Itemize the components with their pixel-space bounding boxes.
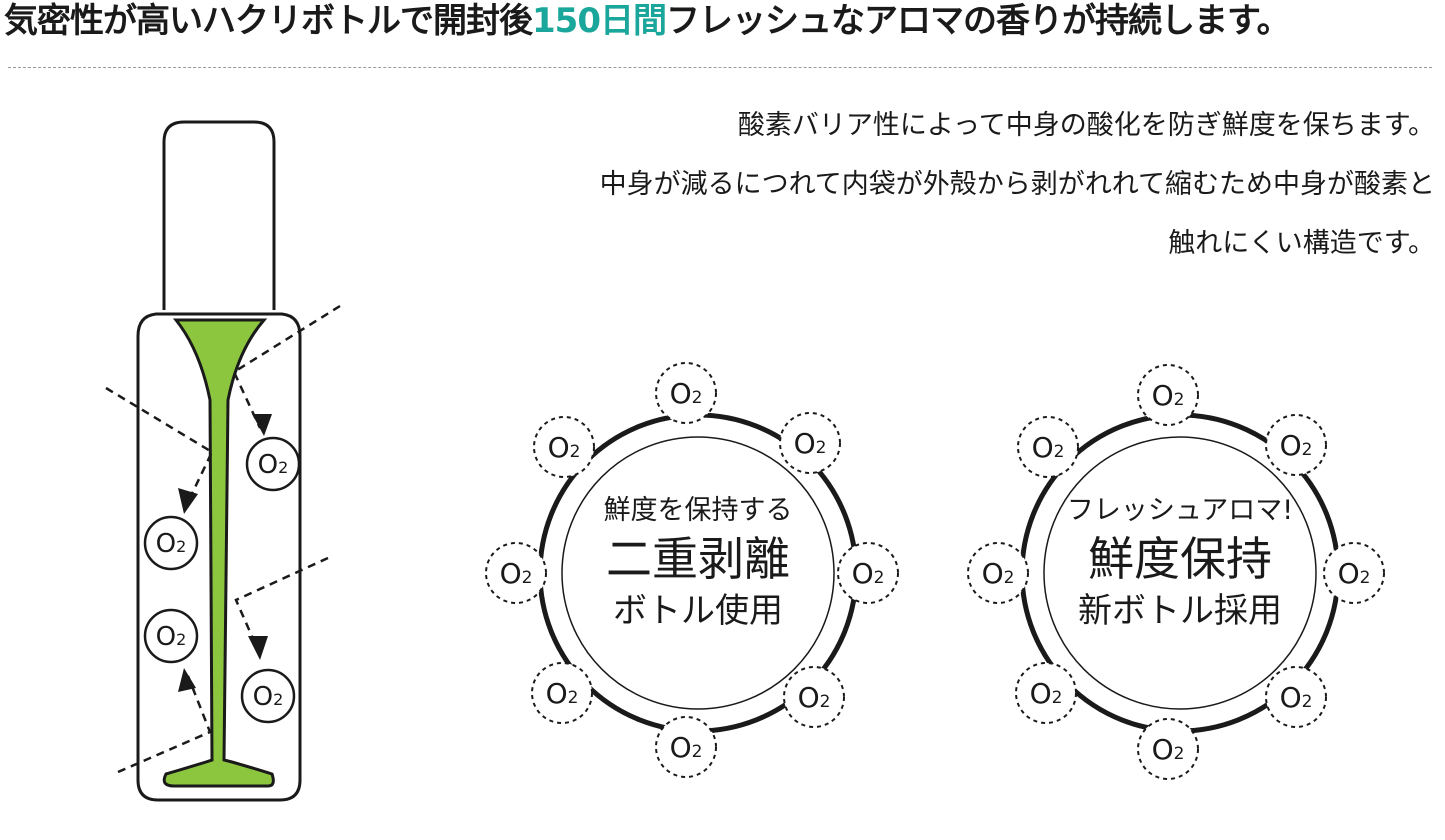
- bottle-o2-1: O2: [245, 436, 301, 492]
- badge-right-text: フレッシュアロマ! 鮮度保持 新ボトル採用: [1060, 443, 1300, 683]
- badge-left-line-2: 二重剥離: [606, 532, 790, 586]
- svg-text:O2: O2: [982, 557, 1015, 590]
- badge-right-line-2: 鮮度保持: [1088, 532, 1272, 586]
- badge-right-ring: O2 O2 O2 O2 O2 O2 O2 O2: [967, 364, 1385, 780]
- svg-text:O2: O2: [1032, 431, 1065, 464]
- svg-text:O2: O2: [1152, 733, 1185, 766]
- bottle-o2-2: O2: [143, 515, 199, 571]
- description-line-1: 酸素バリア性によって中身の酸化を防ぎ鮮度を保ちます。: [737, 110, 1435, 141]
- badge-right-line-1: フレッシュアロマ!: [1066, 495, 1294, 526]
- badge-left-line-3: ボトル使用: [613, 591, 783, 631]
- badge-left-ring: O2 O2 O2 O2 O2 O2 O2 O2: [485, 362, 899, 778]
- bottle-o2-4: O2: [240, 668, 296, 724]
- badge-left: O2 O2 O2 O2 O2 O2 O2 O2 鮮度を保持する 二重剥離 ボトル…: [480, 355, 920, 799]
- badge-right-line-3: 新ボトル採用: [1078, 591, 1282, 631]
- inner-liquid: [162, 318, 275, 788]
- svg-text:O2: O2: [1152, 379, 1185, 412]
- svg-text:O2: O2: [546, 677, 579, 710]
- headline: 気密性が高いハクリボトルで開封後150日間フレッシュなアロマの香りが持続します。: [4, 0, 1444, 45]
- description: 酸素バリア性によって中身の酸化を防ぎ鮮度を保ちます。 中身が減るにつれて内袋が外…: [475, 96, 1435, 273]
- description-line-3: 触れにくい構造です。: [1168, 228, 1435, 259]
- bottle-cap: [162, 120, 276, 310]
- headline-before: 気密性が高いハクリボトルで開封後: [4, 1, 533, 41]
- headline-after: フレッシュなアロマの香りが持続します。: [665, 1, 1291, 41]
- svg-text:O2: O2: [794, 427, 827, 460]
- badge-left-text: 鮮度を保持する 二重剥離 ボトル使用: [578, 443, 818, 683]
- dashed-divider: [8, 67, 1432, 68]
- description-line-2: 中身が減るにつれて内袋が外殻から剥がれれて縮むため中身が酸素と: [599, 169, 1435, 200]
- badge-left-line-1: 鮮度を保持する: [603, 495, 793, 526]
- headline-highlight: 150日間: [532, 1, 667, 41]
- bottle-o2-3: O2: [143, 608, 199, 664]
- badge-right-o2-molecules: [967, 364, 1385, 780]
- bottle-diagram: O2 O2 O2 O2: [105, 120, 341, 802]
- badge-right: O2 O2 O2 O2 O2 O2 O2 O2 フレッシュアロマ! 鮮度保持 新…: [962, 355, 1402, 799]
- badge-left-o2-molecules: [485, 362, 899, 778]
